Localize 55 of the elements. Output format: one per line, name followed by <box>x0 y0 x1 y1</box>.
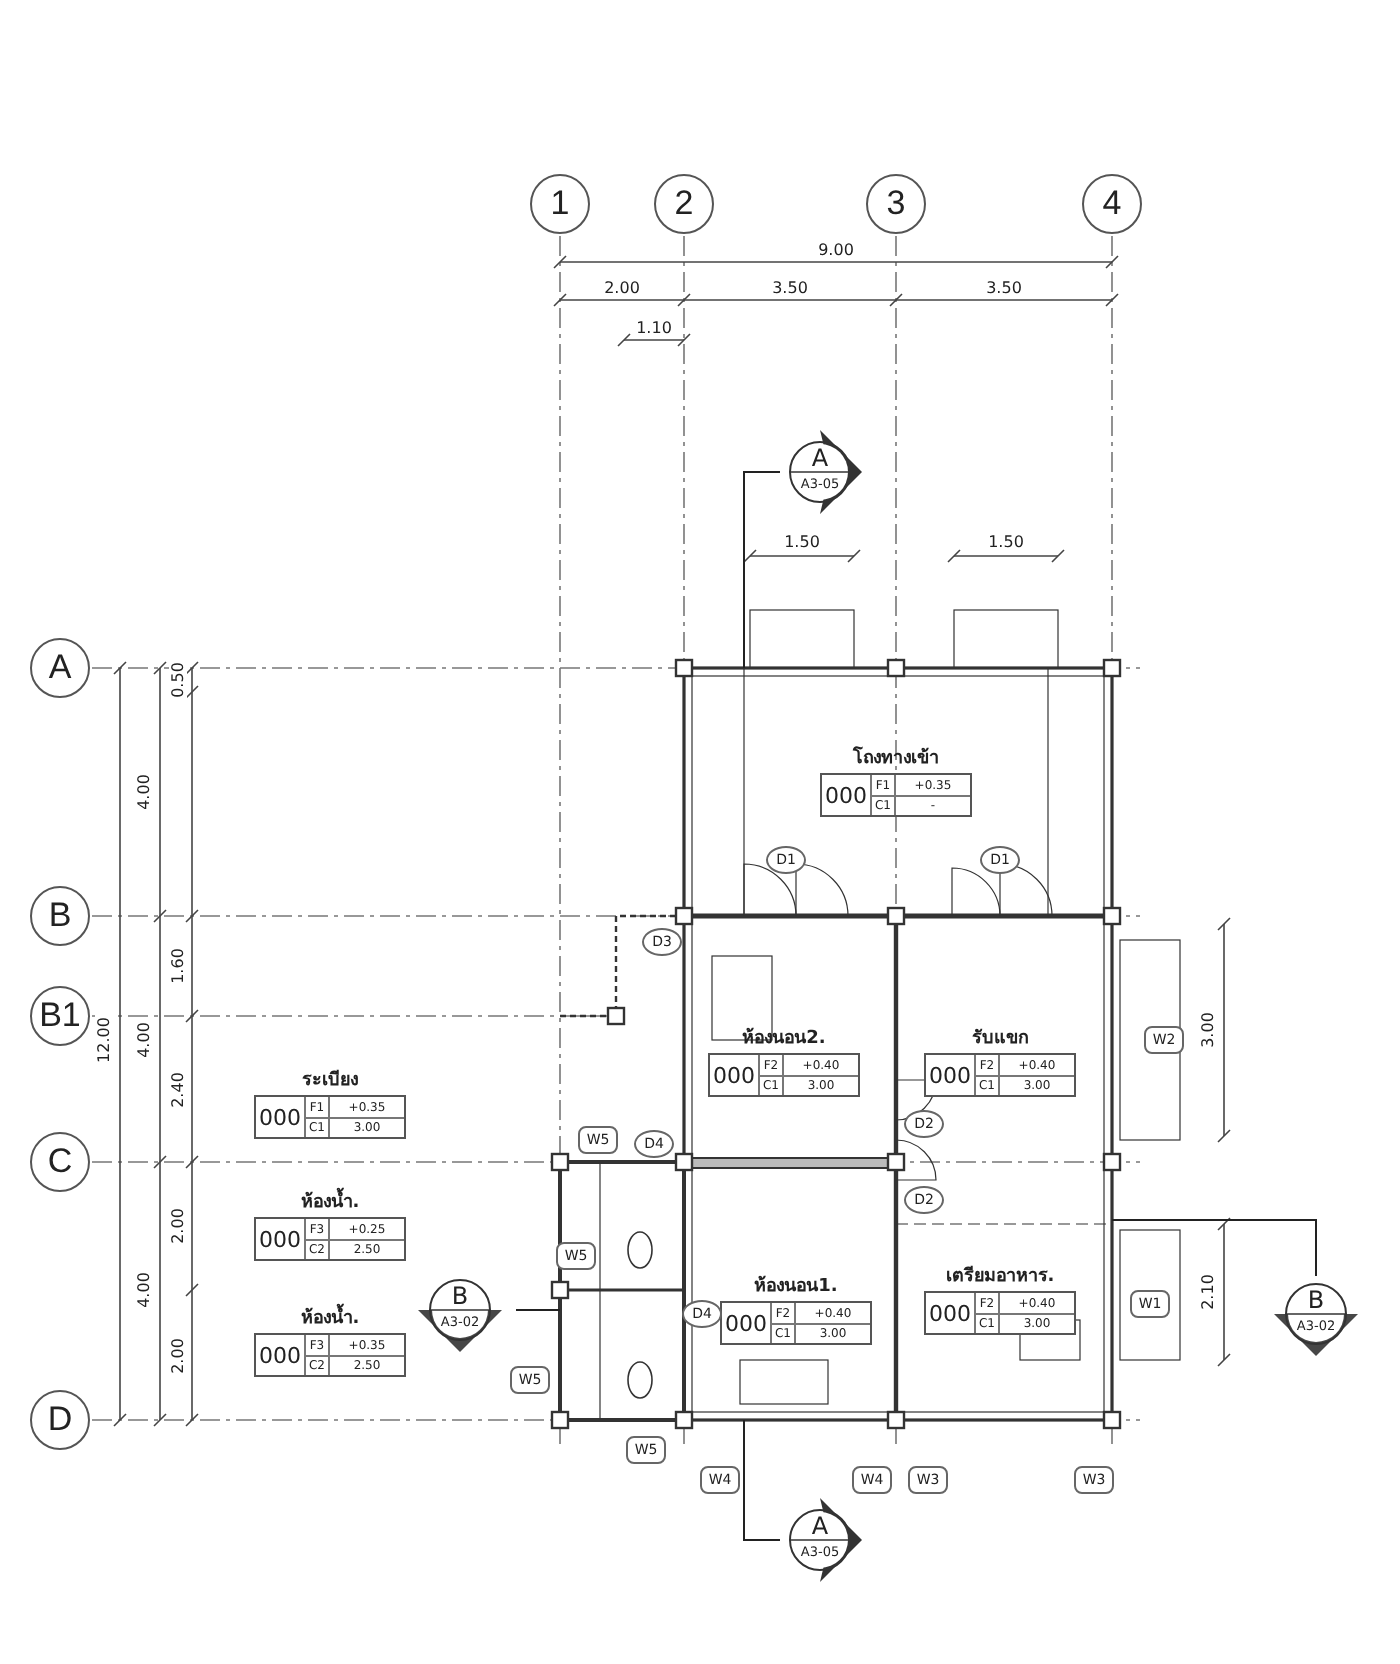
section-letter: B <box>1305 1288 1327 1314</box>
room-number: 000 <box>257 1224 303 1256</box>
room-number: 000 <box>711 1060 757 1092</box>
dimension-label: 2.00 <box>602 279 642 297</box>
room-name: ห้องน้ำ. <box>300 1303 360 1331</box>
dimension-label: 3.00 <box>1199 1010 1217 1050</box>
grid-bubble: 4 <box>1082 174 1142 234</box>
dimension-label: 1.10 <box>634 319 674 337</box>
room-name: ห้องนอน2. <box>742 1025 826 1051</box>
dimension-label: 0.50 <box>169 660 187 700</box>
dimension-label: 4.00 <box>135 1020 153 1060</box>
grid-bubble: 2 <box>654 174 714 234</box>
room-number: 000 <box>823 780 869 812</box>
section-letter: B <box>449 1284 471 1310</box>
room-tag <box>720 1271 872 1345</box>
room-name: ระเบียง <box>302 1067 358 1093</box>
grid-bubble: B <box>30 886 90 946</box>
dimension-label: 2.00 <box>169 1206 187 1246</box>
room-tag <box>708 1023 860 1097</box>
dimension-label: 12.00 <box>95 1015 113 1065</box>
room-tag <box>254 1303 406 1377</box>
room-name: ห้องน้ำ. <box>300 1187 360 1215</box>
grid-bubble: 1 <box>530 174 590 234</box>
room-tag <box>820 743 972 817</box>
room-number: 000 <box>723 1308 769 1340</box>
room-number: 000 <box>257 1340 303 1372</box>
room-number: 000 <box>927 1060 973 1092</box>
dimension-label: 1.60 <box>169 946 187 986</box>
dimension-label: 1.50 <box>986 533 1026 551</box>
room-name: ห้องนอน1. <box>754 1273 838 1299</box>
dimension-label: 4.00 <box>135 772 153 812</box>
dimension-label: 3.50 <box>770 279 810 297</box>
dimension-label: 1.50 <box>782 533 822 551</box>
dimension-label: 2.00 <box>169 1336 187 1376</box>
room-name: รับแขก <box>972 1026 1028 1051</box>
section-letter: A <box>809 446 831 472</box>
dimension-label: 2.10 <box>1199 1272 1217 1312</box>
room-tag <box>254 1065 406 1139</box>
grid-bubble: 3 <box>866 174 926 234</box>
grid-bubble: D <box>30 1390 90 1450</box>
grid-bubble: B1 <box>30 986 90 1046</box>
room-tag <box>924 1023 1076 1097</box>
grid-bubble: A <box>30 638 90 698</box>
dimension-label: 3.50 <box>984 279 1024 297</box>
dimension-label: 4.00 <box>135 1270 153 1310</box>
room-name: เตรียมอาหาร. <box>945 1263 1055 1289</box>
room-tag <box>924 1261 1076 1335</box>
section-letter: A <box>809 1514 831 1540</box>
room-number: 000 <box>257 1102 303 1134</box>
room-number: 000 <box>927 1298 973 1330</box>
dimension-label: 2.40 <box>169 1070 187 1110</box>
grid-bubble: C <box>30 1132 90 1192</box>
room-tag <box>254 1187 406 1261</box>
dimension-label: 9.00 <box>816 241 856 259</box>
room-name: โถงทางเข้า <box>853 744 939 771</box>
